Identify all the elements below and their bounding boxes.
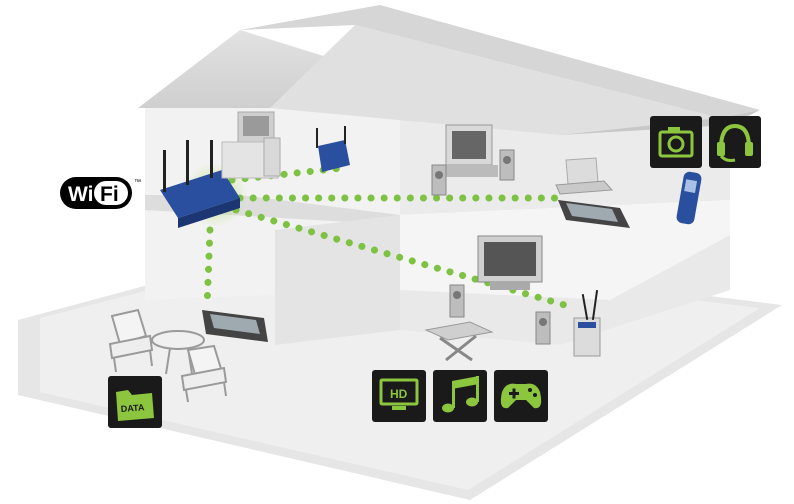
- flat-screen-tv: [477, 235, 543, 290]
- roof-front: [270, 25, 720, 135]
- interior-partition: [275, 215, 400, 345]
- access-point: [316, 126, 350, 172]
- roof-left: [138, 30, 330, 108]
- wifi-logo-wi: Wi: [68, 183, 93, 206]
- hd-badge: HD: [372, 370, 426, 422]
- lower-right-floor: [400, 235, 730, 345]
- speaker-lower-right: [535, 311, 551, 345]
- camera-badge: [650, 116, 702, 168]
- speaker-lower-left: [449, 284, 465, 318]
- speaker-left: [431, 164, 447, 196]
- data-folder-icon: [116, 390, 154, 421]
- music-note-icon: [442, 376, 479, 413]
- wifi-logo-fi: Fi: [100, 183, 119, 206]
- link-to-patio: [203, 226, 214, 312]
- patio-pc-card: [202, 310, 268, 342]
- headset-icon: [717, 123, 753, 162]
- wireless-router: [160, 140, 240, 228]
- wifi-logo: Wi Fi ™: [60, 177, 141, 209]
- data-label: DATA: [120, 402, 145, 414]
- camera-icon: [658, 127, 694, 158]
- desktop-computer: [221, 111, 281, 179]
- gaming-badge: [494, 370, 548, 422]
- media-adapter: [573, 290, 601, 357]
- laptop: [555, 157, 614, 195]
- hd-label: HD: [390, 387, 408, 401]
- headset-badge: [709, 116, 761, 168]
- television: [440, 124, 498, 177]
- coffee-table: [424, 321, 494, 362]
- patio-furniture: [108, 308, 228, 403]
- wifi-logo-trademark: ™: [134, 179, 141, 186]
- gamepad-icon: [500, 383, 542, 409]
- pc-card: [558, 200, 630, 228]
- data-badge: DATA: [108, 376, 162, 428]
- roof-main: [240, 5, 760, 118]
- music-badge: [433, 370, 487, 422]
- hd-screen-icon: [379, 378, 419, 410]
- speaker-right: [499, 149, 515, 181]
- cordless-phone: [676, 171, 702, 225]
